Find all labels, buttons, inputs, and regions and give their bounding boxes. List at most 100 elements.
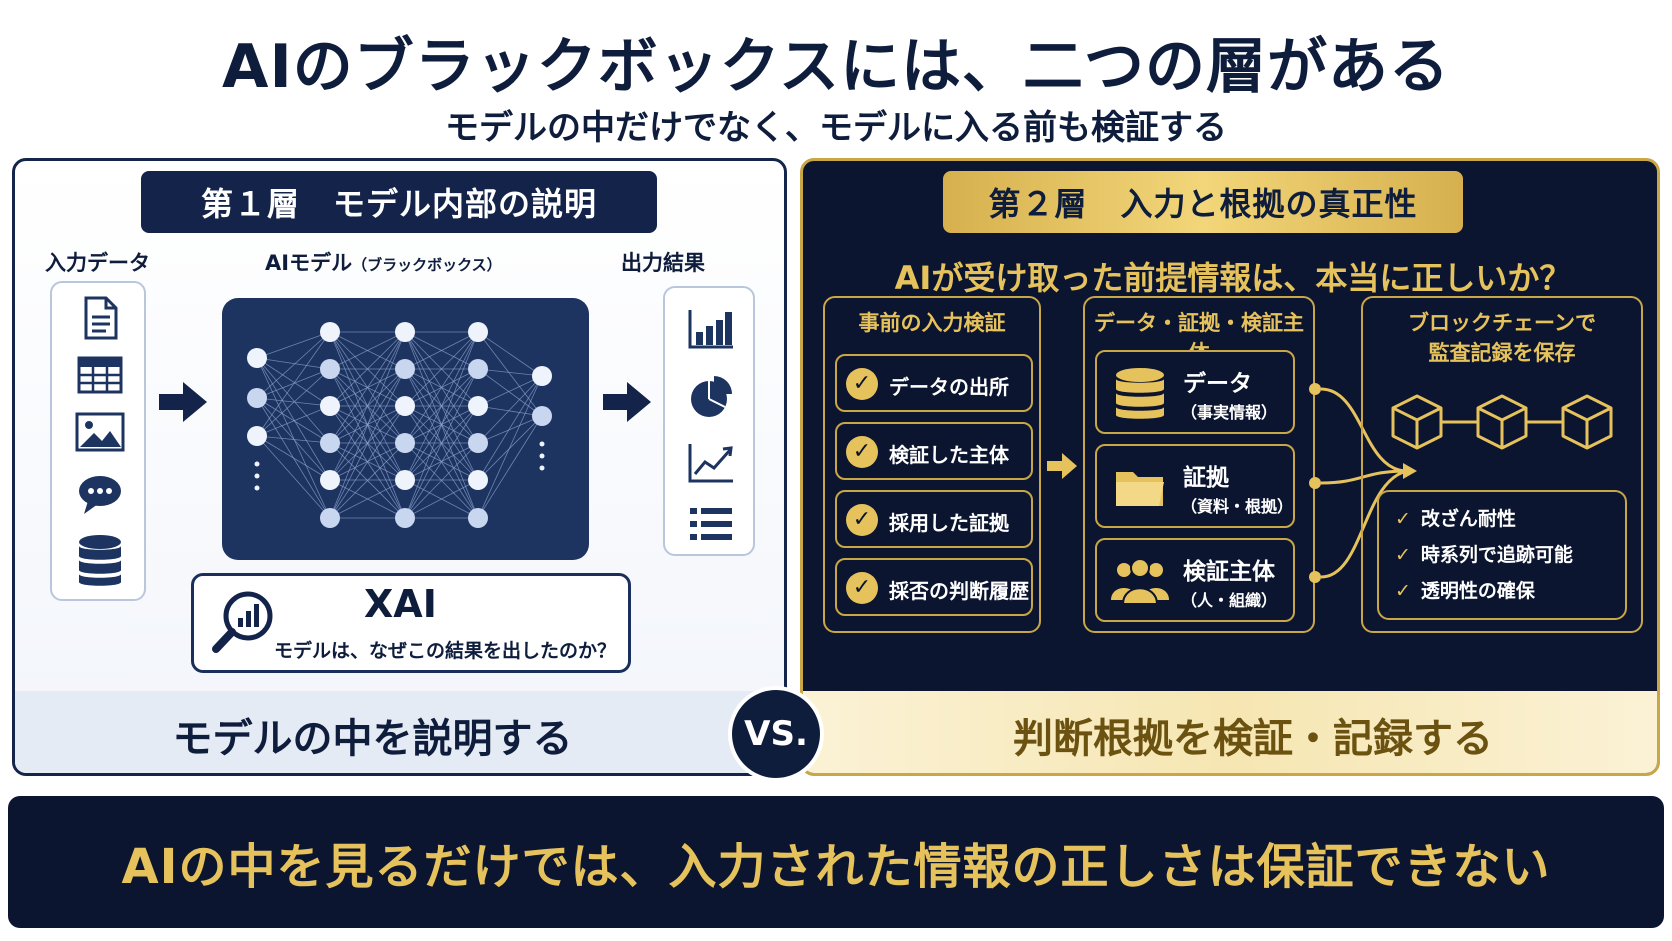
nn-edge	[329, 368, 406, 519]
check-circle-icon: ✓	[846, 504, 878, 536]
layer1-header: 第１層 モデル内部の説明	[141, 171, 657, 233]
blockchain-title-1: ブロックチェーンで	[1408, 311, 1596, 335]
nn-edge	[256, 357, 331, 444]
nn-edge	[256, 435, 331, 519]
entity-sub: （事実情報）	[1181, 403, 1278, 422]
check-icon: ✓	[1395, 580, 1411, 602]
neural-network	[222, 298, 589, 560]
output-box	[663, 286, 755, 556]
layer2-question: AIが受け取った前提情報は、本当に正しいか？	[894, 259, 1572, 297]
feature-text: 改ざん耐性	[1420, 508, 1516, 530]
neural-network-diagram	[247, 322, 552, 528]
nn-node	[468, 470, 488, 490]
nn-edge	[404, 331, 479, 370]
nn-edge	[329, 405, 406, 519]
nn-node	[395, 433, 415, 453]
nn-edge	[477, 331, 543, 377]
nn-node	[468, 322, 488, 342]
nn-edge	[477, 405, 543, 417]
nn-node	[395, 322, 415, 342]
xai-title: XAI	[364, 582, 437, 626]
nn-edge	[404, 405, 479, 519]
nn-edge	[329, 442, 406, 519]
nn-ellipsis-dot	[539, 453, 545, 459]
nn-edge	[477, 415, 543, 519]
nn-node	[395, 359, 415, 379]
nn-edge	[329, 331, 406, 444]
page-subtitle: モデルの中だけでなく、モデルに入る前も検証する	[445, 108, 1227, 148]
document-icon	[84, 296, 118, 340]
feature-item: ✓改ざん耐性	[1395, 504, 1516, 531]
nn-node	[395, 396, 415, 416]
feature-item: ✓ 時系列で追跡可能	[1395, 540, 1573, 567]
nn-node	[320, 396, 340, 416]
check-text: データの出所	[889, 375, 1009, 399]
check-circle-icon: ✓	[846, 572, 878, 604]
check-icon: ✓	[1395, 544, 1411, 566]
entity-sub: （人・組織）	[1181, 591, 1278, 610]
entity-sub: （資料・根拠）	[1181, 497, 1294, 516]
feature-text: 時系列で追跡可能	[1420, 544, 1573, 566]
nn-node	[468, 508, 488, 528]
check-item: ✓ 検証した主体	[835, 422, 1033, 480]
nn-node	[395, 508, 415, 528]
nn-edge	[477, 375, 543, 519]
nn-edge	[404, 331, 479, 519]
input-data-box	[50, 281, 146, 601]
blockchain-icon	[1391, 394, 1613, 450]
nn-edge	[329, 331, 406, 370]
nn-edge	[256, 331, 331, 437]
nn-node	[320, 359, 340, 379]
nn-edge	[256, 435, 331, 444]
ai-model-note: （ブラックボックス）	[352, 256, 502, 274]
nn-edge	[256, 357, 331, 519]
entity-name: データ	[1183, 371, 1252, 397]
chat-icon	[79, 476, 121, 514]
pre-check-title: 事前の入力検証	[858, 311, 1006, 335]
database-icon	[1116, 368, 1164, 419]
nn-node	[468, 433, 488, 453]
nn-edge	[404, 368, 479, 519]
nn-node	[320, 508, 340, 528]
entity-name: 証拠	[1183, 465, 1229, 491]
bottom-banner: AIの中を見るだけでは、入力された情報の正しさは保証できない	[8, 796, 1664, 928]
entity-name: 検証主体	[1183, 559, 1275, 585]
nn-edge	[477, 375, 543, 407]
ai-model-label-text: AIモデル	[265, 251, 353, 275]
nn-edge	[256, 357, 331, 481]
nn-node	[468, 359, 488, 379]
check-circle-icon: ✓	[846, 436, 878, 468]
database-icon	[79, 535, 121, 586]
table-icon	[77, 356, 123, 394]
check-text: 採用した証拠	[889, 511, 1009, 535]
input-data-label: 入力データ	[45, 251, 150, 275]
check-item: ✓ データの出所	[835, 354, 1033, 412]
list-icon	[690, 508, 732, 540]
xai-question: モデルは、なぜこの結果を出したのか？	[274, 640, 617, 662]
nn-node	[247, 426, 267, 446]
nn-ellipsis-dot	[254, 473, 260, 479]
entity-evidence: 証拠 （資料・根拠）	[1095, 444, 1295, 528]
nn-edge	[404, 331, 479, 407]
entities-box: データ・証拠・検証主体 データ （事実情報） 証拠 （資料・根拠）	[1083, 296, 1315, 633]
nn-edge	[477, 331, 543, 417]
nn-edge	[404, 331, 479, 481]
check-item: ✓ 採用した証拠	[835, 490, 1033, 548]
pie-chart-icon	[691, 376, 732, 417]
nn-node	[532, 406, 552, 426]
blockchain-box: ブロックチェーンで 監査記録を保存 ✓改ざん耐性 ✓時系列で追跡可能 ✓透明性の…	[1361, 296, 1643, 633]
nn-edge	[256, 397, 331, 481]
nn-edge	[477, 375, 543, 444]
check-item: ✓ 採否の判断履歴	[835, 558, 1033, 616]
nn-edge	[329, 331, 406, 519]
entity-data: データ （事実情報）	[1095, 350, 1295, 434]
layer2-footer: 判断根拠を検証・記録する	[803, 691, 1657, 773]
nn-edge	[256, 331, 331, 359]
arrow-right-icon	[1047, 453, 1077, 479]
output-label: 出力結果	[621, 251, 705, 275]
nn-node	[395, 470, 415, 490]
people-icon	[1111, 558, 1169, 605]
nn-edge	[404, 331, 479, 444]
nn-edge	[256, 435, 331, 481]
vs-badge: VS.	[728, 686, 824, 782]
